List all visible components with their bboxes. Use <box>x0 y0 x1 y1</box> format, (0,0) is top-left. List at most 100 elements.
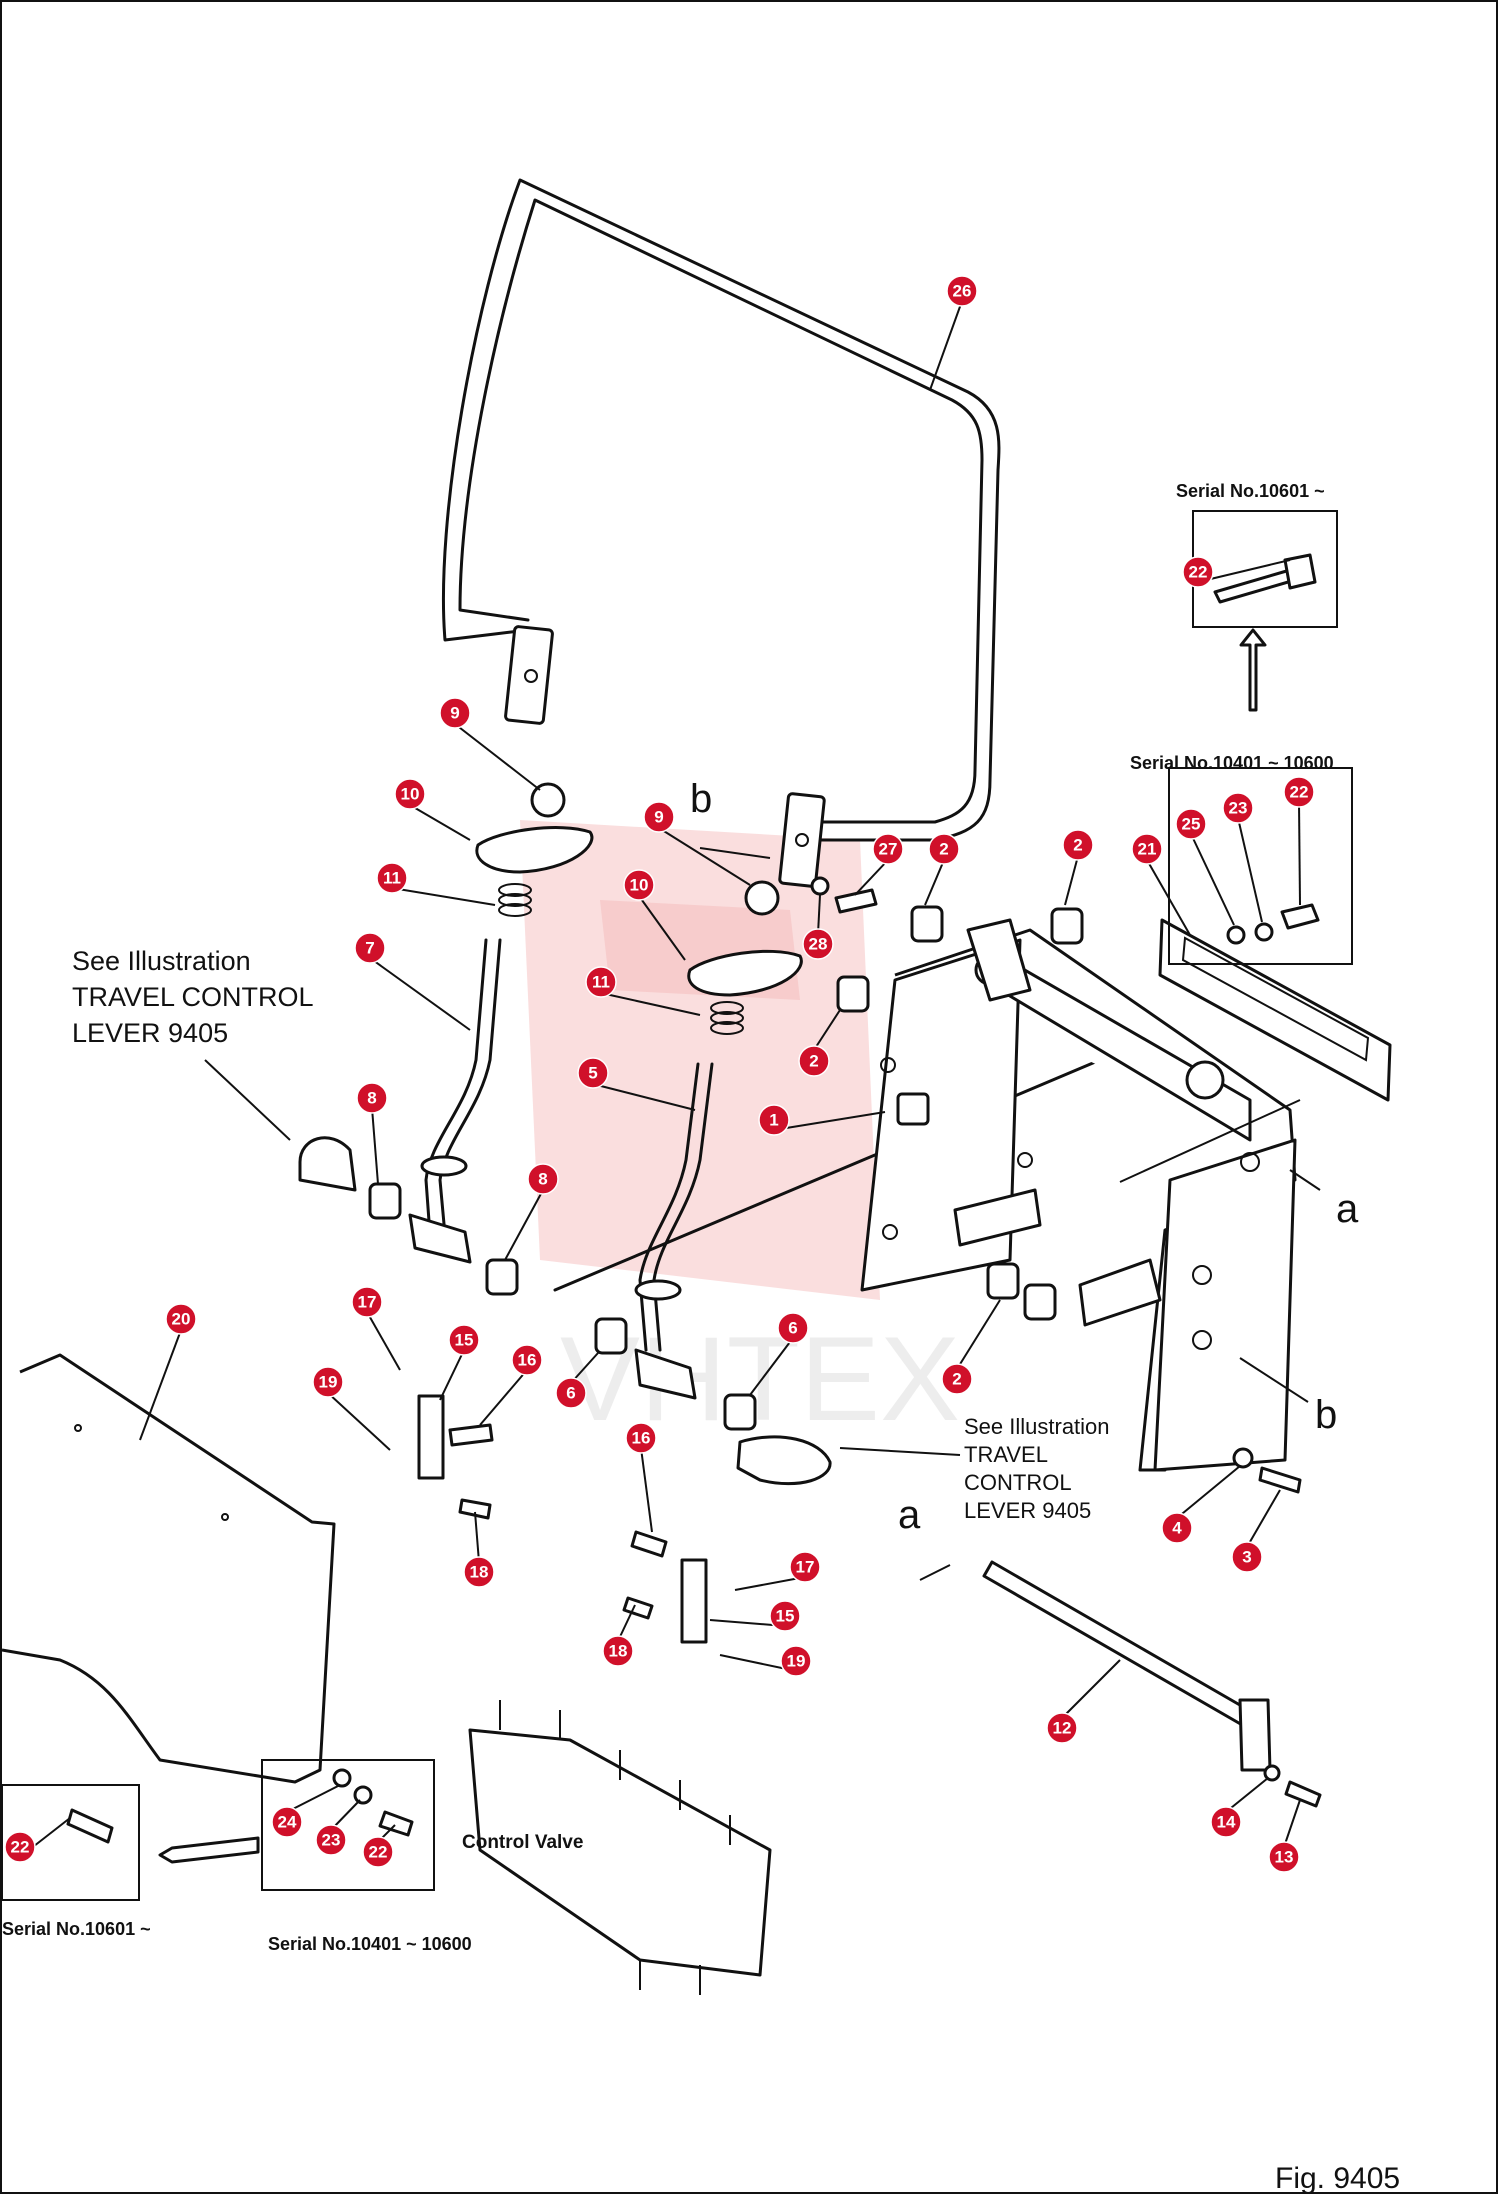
callout-circle[interactable] <box>577 1057 609 1089</box>
callout-circle[interactable] <box>872 833 904 865</box>
callout-circle[interactable] <box>769 1600 801 1632</box>
callout-circle[interactable] <box>1046 1712 1078 1744</box>
callout-20[interactable]: 20 <box>165 1303 197 1335</box>
callout-circle[interactable] <box>448 1324 480 1356</box>
callout-circle[interactable] <box>315 1824 347 1856</box>
callout-circle[interactable] <box>1161 1512 1193 1544</box>
callout-circle[interactable] <box>643 801 675 833</box>
callout-22[interactable]: 22 <box>1283 776 1315 808</box>
callout-circle[interactable] <box>165 1303 197 1335</box>
callout-13[interactable]: 13 <box>1268 1841 1300 1873</box>
callout-1[interactable]: 1 <box>758 1104 790 1136</box>
callout-26[interactable]: 26 <box>946 275 978 307</box>
callout-7[interactable]: 7 <box>354 932 386 964</box>
callout-10[interactable]: 10 <box>623 869 655 901</box>
callout-circle[interactable] <box>356 1082 388 1114</box>
callout-3[interactable]: 3 <box>1231 1541 1263 1573</box>
callout-14[interactable]: 14 <box>1210 1806 1242 1838</box>
callout-label: 22 <box>11 1838 30 1857</box>
callout-circle[interactable] <box>777 1312 809 1344</box>
callout-label: 9 <box>450 704 459 723</box>
callout-18[interactable]: 18 <box>463 1556 495 1588</box>
callout-6[interactable]: 6 <box>777 1312 809 1344</box>
callout-18[interactable]: 18 <box>602 1635 634 1667</box>
callout-9[interactable]: 9 <box>439 697 471 729</box>
callout-circle[interactable] <box>555 1377 587 1409</box>
callout-2[interactable]: 2 <box>798 1045 830 1077</box>
callout-12[interactable]: 12 <box>1046 1712 1078 1744</box>
callout-19[interactable]: 19 <box>312 1366 344 1398</box>
callout-circle[interactable] <box>602 1635 634 1667</box>
callout-circle[interactable] <box>463 1556 495 1588</box>
callout-label: 19 <box>319 1373 338 1392</box>
callout-25[interactable]: 25 <box>1175 808 1207 840</box>
callout-circle[interactable] <box>802 928 834 960</box>
callout-circle[interactable] <box>1175 808 1207 840</box>
callout-circle[interactable] <box>1268 1841 1300 1873</box>
callout-22[interactable]: 22 <box>4 1831 36 1863</box>
callout-circle[interactable] <box>1283 776 1315 808</box>
callout-28[interactable]: 28 <box>802 928 834 960</box>
callout-circle[interactable] <box>354 932 386 964</box>
callout-8[interactable]: 8 <box>527 1163 559 1195</box>
callout-11[interactable]: 11 <box>376 862 408 894</box>
callout-circle[interactable] <box>527 1163 559 1195</box>
callout-6[interactable]: 6 <box>555 1377 587 1409</box>
callout-circle[interactable] <box>394 778 426 810</box>
callout-4[interactable]: 4 <box>1161 1512 1193 1544</box>
callout-circle[interactable] <box>312 1366 344 1398</box>
callout-label: 2 <box>939 840 948 859</box>
callout-16[interactable]: 16 <box>625 1422 657 1454</box>
callout-circle[interactable] <box>623 869 655 901</box>
callout-2[interactable]: 2 <box>941 1363 973 1395</box>
callout-circle[interactable] <box>1131 833 1163 865</box>
callout-circle[interactable] <box>439 697 471 729</box>
callout-circle[interactable] <box>1231 1541 1263 1573</box>
callout-22[interactable]: 22 <box>1182 556 1214 588</box>
callout-23[interactable]: 23 <box>1222 792 1254 824</box>
callout-2[interactable]: 2 <box>928 833 960 865</box>
callout-10[interactable]: 10 <box>394 778 426 810</box>
callout-23[interactable]: 23 <box>315 1824 347 1856</box>
callout-circle[interactable] <box>946 275 978 307</box>
callout-17[interactable]: 17 <box>789 1551 821 1583</box>
callout-circle[interactable] <box>780 1645 812 1677</box>
callout-2[interactable]: 2 <box>1062 829 1094 861</box>
callout-circle[interactable] <box>362 1836 394 1868</box>
callout-8[interactable]: 8 <box>356 1082 388 1114</box>
callout-label: 26 <box>953 282 972 301</box>
callout-circle[interactable] <box>1062 829 1094 861</box>
callout-circle[interactable] <box>941 1363 973 1395</box>
callout-15[interactable]: 15 <box>448 1324 480 1356</box>
callout-label: 16 <box>632 1429 651 1448</box>
callout-11[interactable]: 11 <box>585 966 617 998</box>
callout-21[interactable]: 21 <box>1131 833 1163 865</box>
callout-circle[interactable] <box>511 1344 543 1376</box>
callout-22[interactable]: 22 <box>362 1836 394 1868</box>
callout-circle[interactable] <box>4 1831 36 1863</box>
callout-9[interactable]: 9 <box>643 801 675 833</box>
callout-27[interactable]: 27 <box>872 833 904 865</box>
callout-circle[interactable] <box>798 1045 830 1077</box>
guard-frame <box>441 178 1001 888</box>
callout-circle[interactable] <box>1222 792 1254 824</box>
callout-circle[interactable] <box>1182 556 1214 588</box>
callout-circle[interactable] <box>625 1422 657 1454</box>
callout-5[interactable]: 5 <box>577 1057 609 1089</box>
callout-circle[interactable] <box>1210 1806 1242 1838</box>
callout-circle[interactable] <box>376 862 408 894</box>
callout-circle[interactable] <box>758 1104 790 1136</box>
callout-24[interactable]: 24 <box>271 1806 303 1838</box>
callout-19[interactable]: 19 <box>780 1645 812 1677</box>
callout-circle[interactable] <box>271 1806 303 1838</box>
callout-15[interactable]: 15 <box>769 1600 801 1632</box>
see-illustration-left: See Illustration TRAVEL CONTROL LEVER 94… <box>72 946 320 1048</box>
callout-17[interactable]: 17 <box>351 1286 383 1318</box>
callout-circle[interactable] <box>789 1551 821 1583</box>
lever-plate-left <box>475 826 594 874</box>
callout-circle[interactable] <box>928 833 960 865</box>
callout-circle[interactable] <box>351 1286 383 1318</box>
callout-16[interactable]: 16 <box>511 1344 543 1376</box>
callout-circle[interactable] <box>585 966 617 998</box>
serial-10401-top-label: Serial No.10401 ~ 10600 <box>1130 753 1334 773</box>
